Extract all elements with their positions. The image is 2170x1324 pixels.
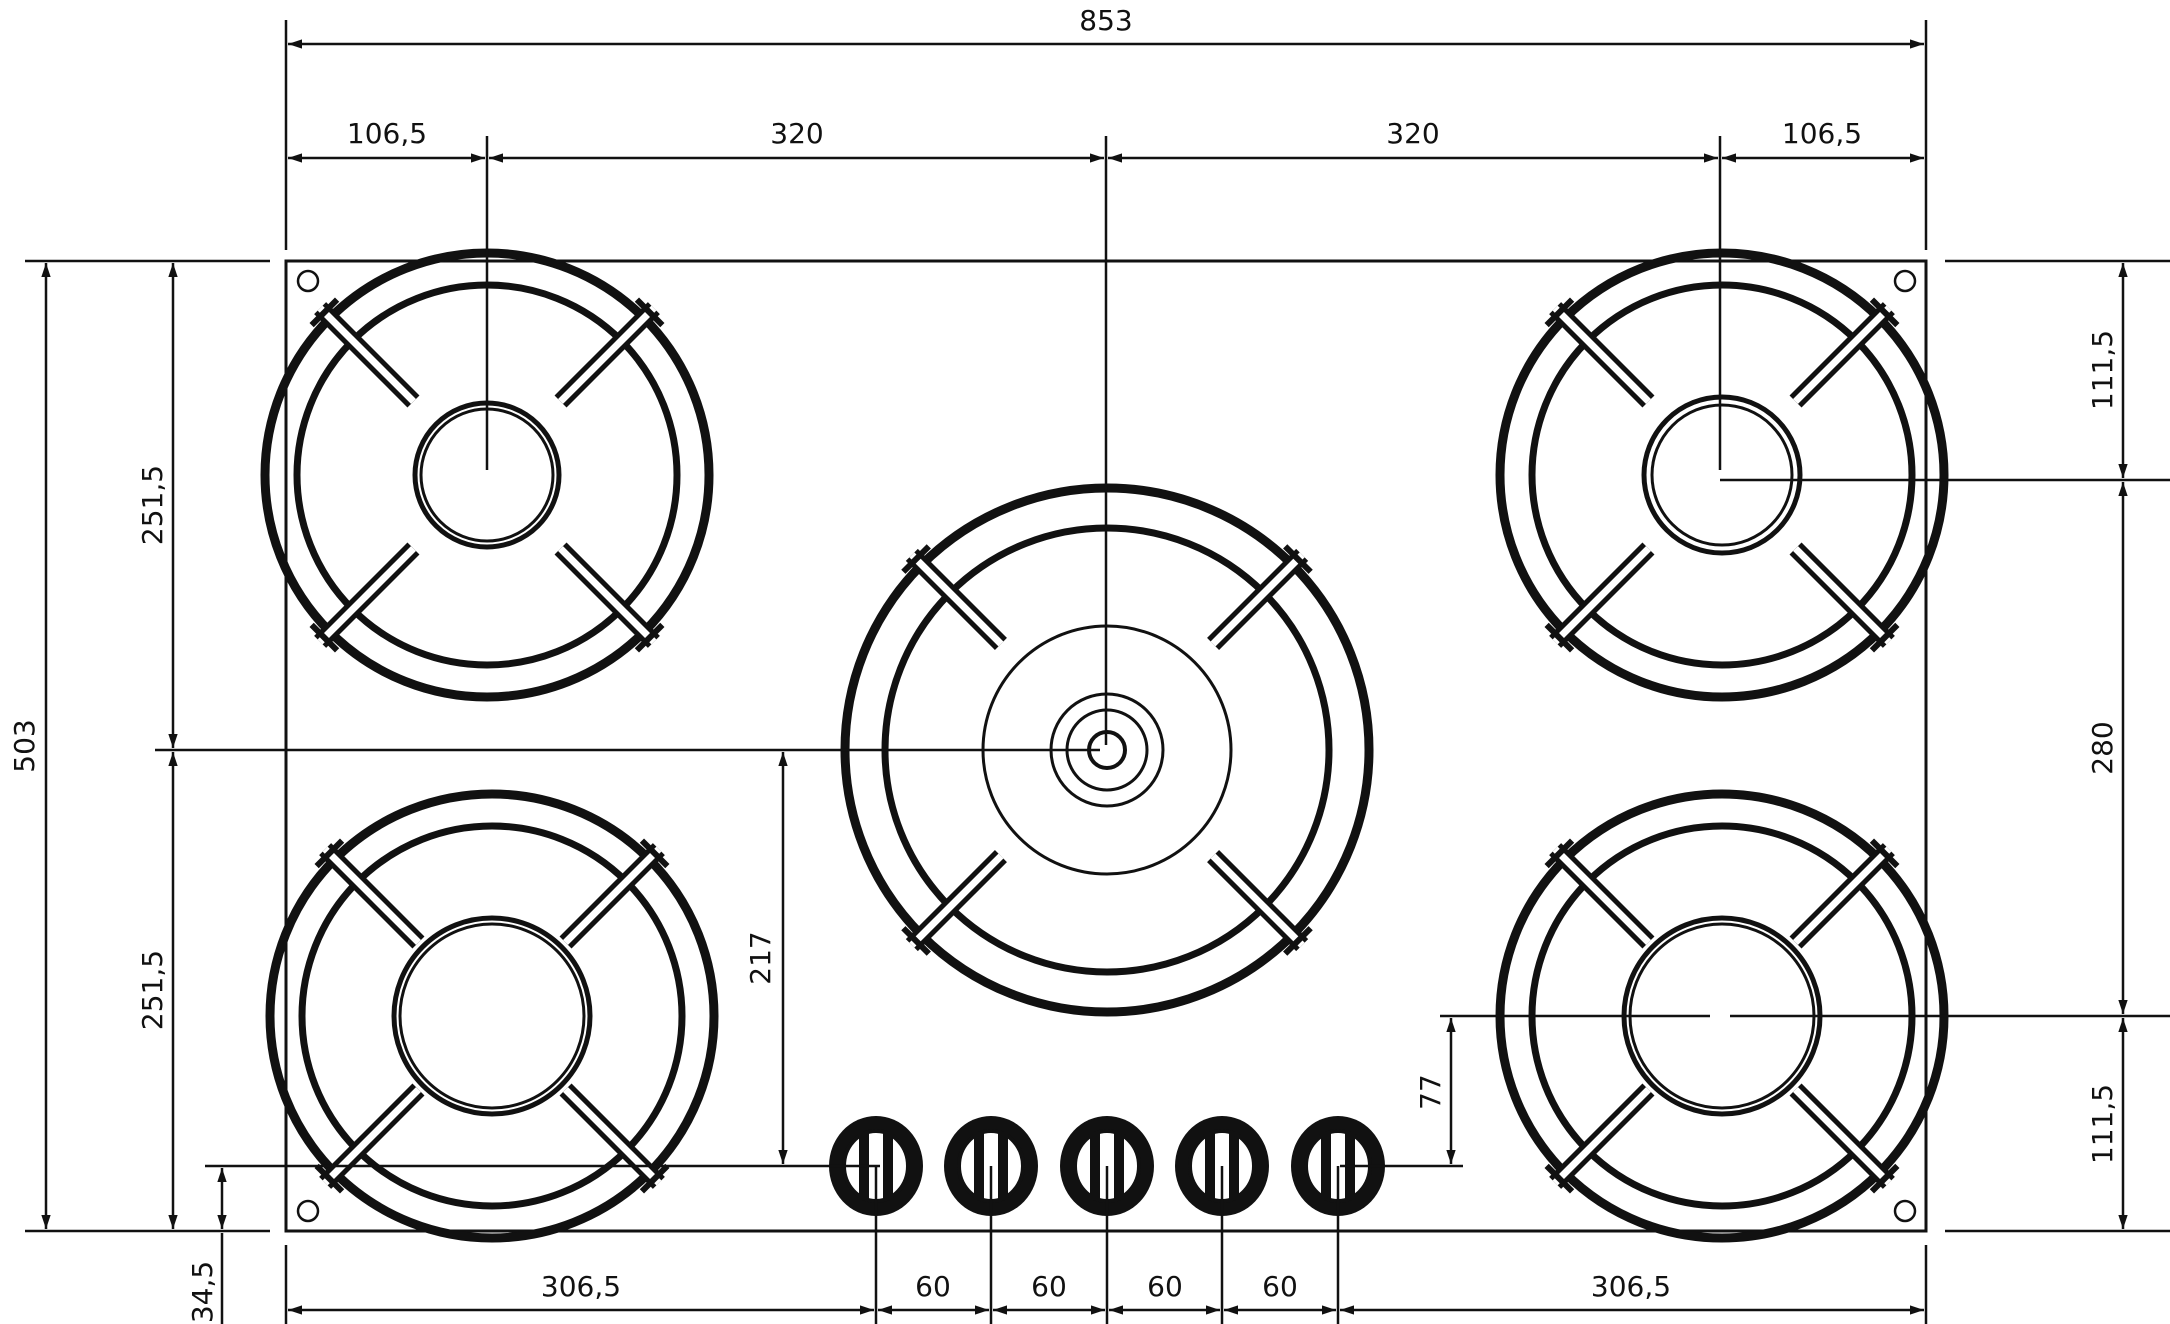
- dimension-labels: 853 106,5 320 320 106,5 503 251,5 251,5 …: [8, 4, 2119, 1323]
- dim-overall-width: 853: [1079, 4, 1132, 37]
- corner-screw-top-right: [1893, 269, 1917, 293]
- dim-left-upper: 251,5: [136, 465, 169, 545]
- corner-screw-bottom-left: [296, 1199, 320, 1223]
- dim-knob-spacing-2: 60: [1031, 1270, 1067, 1303]
- dim-right-bottom: 111,5: [2086, 1084, 2119, 1164]
- dim-bottom-right: 306,5: [1591, 1270, 1671, 1303]
- dim-knob-spacing-3: 60: [1147, 1270, 1183, 1303]
- dim-top-right-offset: 106,5: [1782, 117, 1862, 150]
- dim-right-middle: 280: [2086, 721, 2119, 774]
- dimension-lines: [41, 39, 2128, 1324]
- dim-bottom-left: 306,5: [541, 1270, 621, 1303]
- dim-knob-spacing-1: 60: [915, 1270, 951, 1303]
- dim-center-burner-height: 217: [744, 931, 777, 984]
- dim-knob-height: 77: [1414, 1074, 1447, 1110]
- dim-top-left-offset: 106,5: [347, 117, 427, 150]
- dim-top-right-span: 320: [1386, 117, 1439, 150]
- dim-bottom-margin: 34,5: [186, 1261, 219, 1323]
- dim-left-lower: 251,5: [136, 950, 169, 1030]
- dim-right-top: 111,5: [2086, 330, 2119, 410]
- dim-top-left-span: 320: [770, 117, 823, 150]
- burner-top-left: [260, 248, 714, 702]
- dim-knob-spacing-4: 60: [1262, 1270, 1298, 1303]
- burner-top-right: [1495, 248, 1949, 702]
- burner-bottom-left: [265, 789, 719, 1243]
- extension-lines: [25, 20, 2170, 1324]
- corner-screw-top-left: [296, 269, 320, 293]
- dim-overall-depth: 503: [8, 719, 41, 772]
- corner-screw-bottom-right: [1893, 1199, 1917, 1223]
